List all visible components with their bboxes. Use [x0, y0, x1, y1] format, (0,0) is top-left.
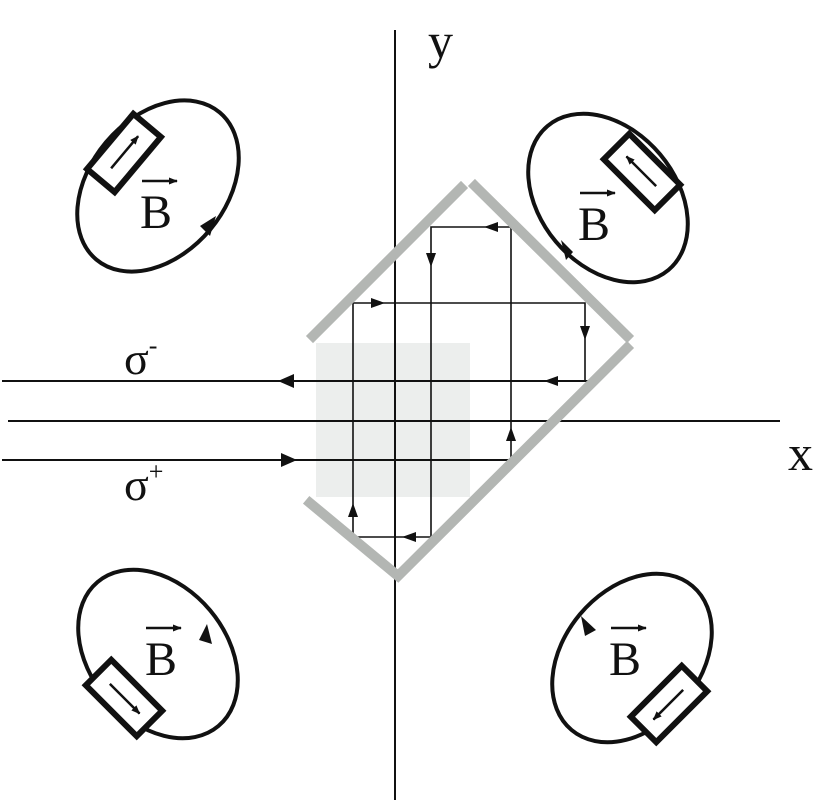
sigma-plus-symbol: σ	[124, 459, 149, 510]
beam-grid	[352, 226, 586, 538]
field-label: B	[609, 633, 641, 686]
y-axis-label: y	[428, 13, 453, 69]
sigma-minus-sign: -	[149, 331, 158, 360]
field-label: B	[578, 198, 610, 251]
mirror-top-left	[305, 180, 469, 344]
magnet-coil-top-left: B	[75, 98, 241, 274]
arrow-right	[371, 298, 385, 308]
magnet-coil-top-right: B	[526, 111, 690, 285]
mirror-lower-right	[302, 340, 635, 583]
arrow-down	[580, 326, 590, 340]
mirror-right	[467, 178, 635, 344]
coil-body	[81, 655, 167, 741]
magnet-coil-bottom-left: B	[76, 567, 240, 741]
current-direction-arrow	[199, 624, 212, 644]
current-loop	[526, 111, 690, 285]
current-direction-arrow	[200, 216, 216, 236]
sigma-plus-sign: +	[149, 457, 164, 486]
coil-body	[82, 109, 166, 197]
beam-arrows	[348, 222, 590, 542]
arrow-up	[348, 503, 358, 517]
current-direction-arrow	[581, 616, 596, 636]
beam-path-vertical-left	[352, 226, 512, 538]
x-axis-label: x	[788, 425, 813, 481]
arrow-left	[544, 376, 558, 386]
coil-body	[626, 661, 712, 747]
arrow-left	[484, 222, 498, 232]
current-direction-arrow	[561, 240, 573, 260]
mirrors	[302, 178, 635, 583]
arrow-down	[426, 253, 436, 267]
coil-body	[599, 129, 685, 215]
sigma-plus-label: σ+	[124, 457, 163, 510]
arrow-left	[402, 532, 416, 542]
sigma-minus-symbol: σ	[124, 333, 149, 384]
beam-sigma-plus-arrow	[281, 453, 297, 467]
magnet-coil-bottom-right: B	[550, 571, 714, 747]
sigma-minus-label: σ-	[124, 331, 157, 384]
field-label: B	[145, 633, 177, 686]
arrow-up	[506, 427, 516, 441]
beam-sigma-minus-arrow	[278, 374, 294, 388]
field-label: B	[140, 186, 172, 239]
